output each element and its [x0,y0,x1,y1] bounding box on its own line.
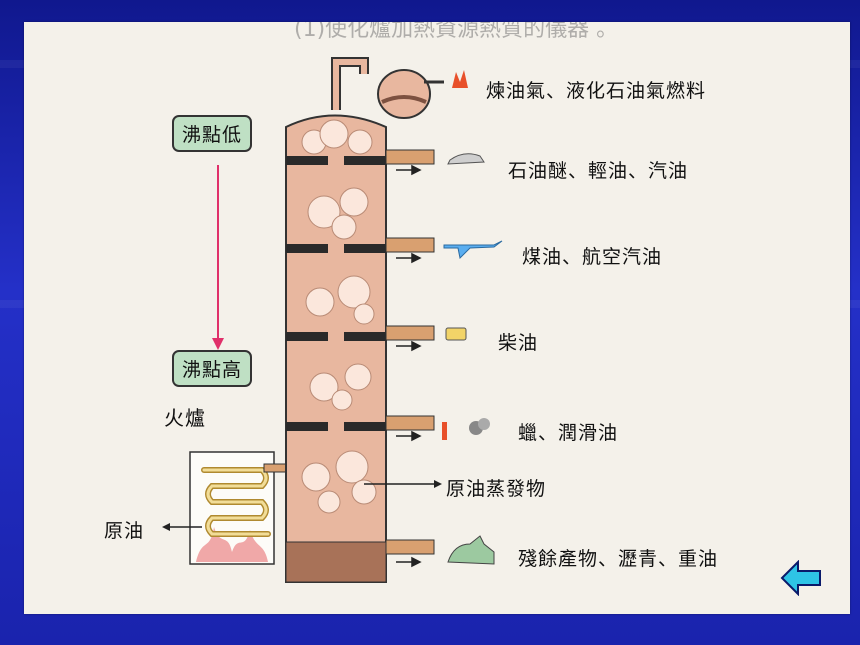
heating-coil-inner [202,468,270,536]
product-label-wax: 蠟、潤滑油 [518,422,619,444]
side-outlets [385,149,435,555]
distillation-column [285,114,387,583]
evaporate-arrowhead [434,480,442,488]
diagram-panel: (1)使化爐加熱資源熱質的儀器 。 [24,22,850,614]
condenser-sphere [377,69,431,119]
roller-icon [447,535,495,565]
flame-icon [452,70,468,88]
boiling-gradient-arrowhead [212,338,224,350]
furnace-label: 火爐 [164,406,206,430]
product-label-gas: 煉油氣、液化石油氣燃料 [486,80,707,102]
car-icon [447,153,485,165]
vapor-clouds [301,119,377,514]
condenser-liquid [381,95,427,104]
distillation-diagram: (1)使化爐加熱資源熱質的儀器 。 [162,22,618,583]
crude-oil-label: 原油 [104,520,145,542]
boiling-high-tag: 沸點高 [172,350,253,387]
product-label-residue: 殘餘產物、瀝青、重油 [518,548,719,570]
back-arrow-icon[interactable] [780,560,822,596]
product-label-gasoline: 石油醚、輕油、汽油 [508,160,689,182]
candle-icon [442,418,490,440]
evaporate-label: 原油蒸發物 [446,478,547,500]
outlet-arrows [396,164,422,568]
column-trays [286,156,386,431]
overhead-pipe-inner [333,59,367,110]
truck-icon [445,327,467,341]
faded-header-text: (1)使化爐加熱資源熱質的儀器 。 [294,22,618,42]
overhead-pipe [331,57,369,110]
column-bottom-residue [285,541,387,583]
crude-oil-arrowhead [162,523,170,531]
product-label-diesel: 柴油 [498,332,539,354]
boiling-low-tag: 沸點低 [172,115,253,152]
airplane-icon [443,240,503,260]
product-label-kerosene: 煤油、航空汽油 [522,246,663,268]
